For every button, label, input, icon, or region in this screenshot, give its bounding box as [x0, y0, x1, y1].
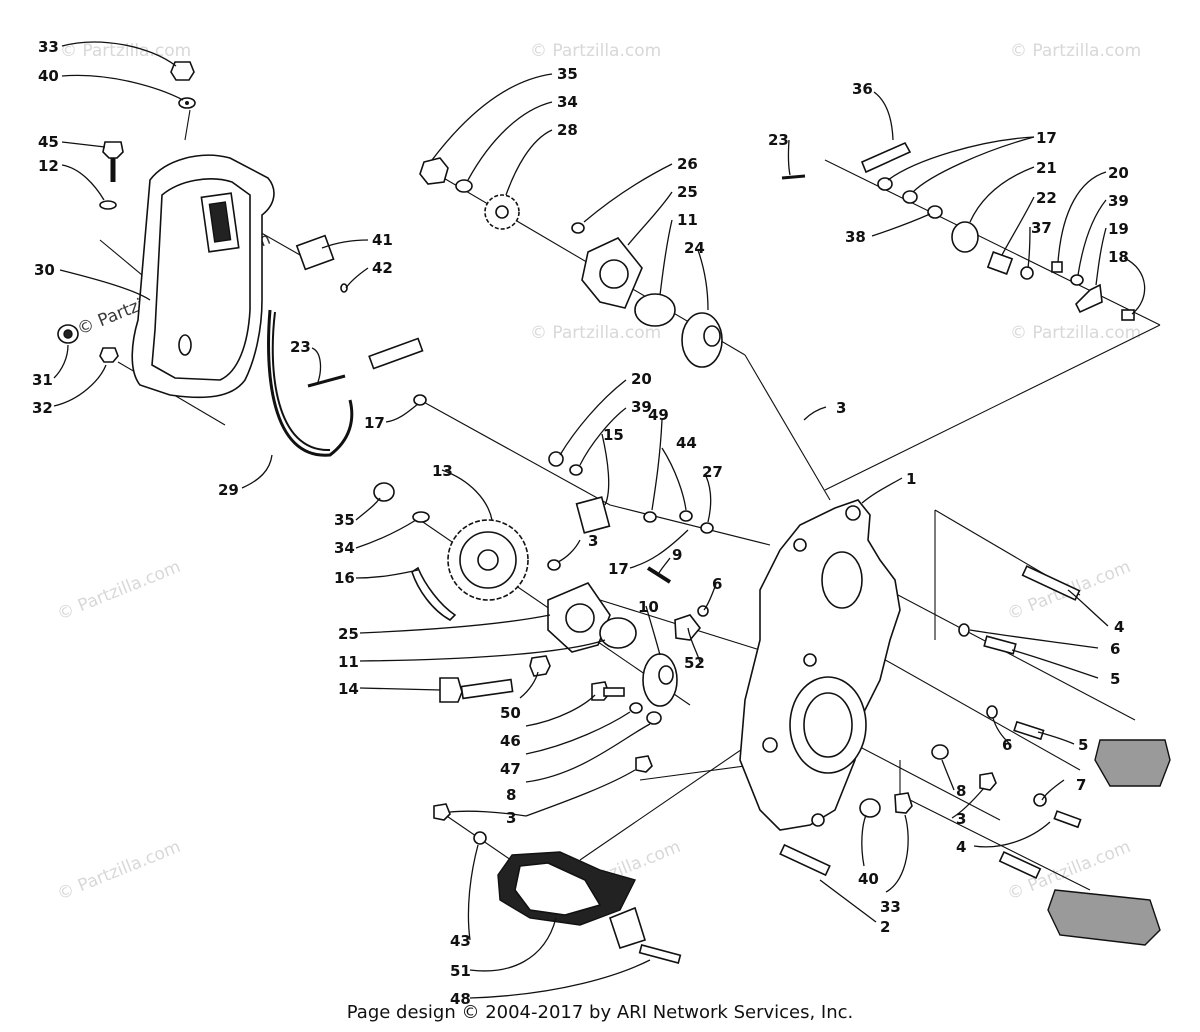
callout-8: 8	[506, 786, 516, 804]
callout-44: 44	[676, 434, 697, 452]
callout-24: 24	[684, 239, 705, 257]
callout-23: 23	[290, 338, 311, 356]
lower-sprocket-assembly	[373, 451, 714, 707]
callout-22: 22	[1036, 189, 1057, 207]
callout-21: 21	[1036, 159, 1057, 177]
callout-38: 38	[845, 228, 866, 246]
callout-33: 33	[880, 898, 901, 916]
leader-lines	[53, 41, 1146, 999]
chaincase-housing	[739, 499, 901, 831]
callout-33: 33	[38, 38, 59, 56]
callout-25: 25	[338, 625, 359, 643]
callout-14: 14	[338, 680, 359, 698]
callout-13: 13	[432, 462, 453, 480]
callout-3: 3	[588, 532, 598, 550]
callout-39: 39	[631, 398, 652, 416]
watermark: © Partzilla.com	[54, 837, 183, 905]
callout-19: 19	[1108, 220, 1129, 238]
callout-30: 30	[34, 261, 55, 279]
callout-4: 4	[956, 838, 966, 856]
callout-15: 15	[603, 426, 624, 444]
callout-40: 40	[858, 870, 879, 888]
inspection-cover-plate	[295, 234, 335, 271]
callout-12: 12	[38, 157, 59, 175]
watermark: © Partzilla.com	[1010, 41, 1141, 61]
callout-29: 29	[218, 481, 239, 499]
watermark: © Partzilla.com	[54, 557, 183, 625]
callout-20: 20	[631, 370, 652, 388]
tensioner-cable	[267, 309, 427, 457]
callout-45: 45	[38, 133, 59, 151]
callout-37: 37	[1031, 219, 1052, 237]
callout-35: 35	[557, 65, 578, 83]
callout-6: 6	[712, 575, 722, 593]
callout-43: 43	[450, 932, 471, 950]
right-hardware	[779, 565, 1171, 946]
cover-hardware	[57, 61, 348, 363]
callout-6: 6	[1110, 640, 1120, 658]
callout-3: 3	[836, 399, 846, 417]
shift-linkage	[781, 141, 1135, 321]
callout-9: 9	[672, 546, 682, 564]
callout-46: 46	[500, 732, 521, 750]
callout-51: 51	[450, 962, 471, 980]
callout-8: 8	[956, 782, 966, 800]
copyright-footer: Page design © 2004-2017 by ARI Network S…	[346, 1002, 854, 1023]
callout-5: 5	[1078, 736, 1088, 754]
callout-47: 47	[500, 760, 521, 778]
callout-39: 39	[1108, 192, 1129, 210]
callout-35: 35	[334, 511, 355, 529]
callout-26: 26	[677, 155, 698, 173]
callout-52: 52	[684, 654, 705, 672]
chaincase-cover	[131, 154, 275, 399]
watermark: © Partzilla.com	[1010, 323, 1141, 343]
callout-11: 11	[338, 653, 359, 671]
callout-18: 18	[1108, 248, 1129, 266]
callout-36: 36	[852, 80, 873, 98]
callout-31: 31	[32, 371, 53, 389]
callout-17: 17	[608, 560, 629, 578]
callout-49: 49	[648, 406, 669, 424]
callout-25: 25	[677, 183, 698, 201]
callout-17: 17	[364, 414, 385, 432]
lower-hardware	[433, 655, 662, 845]
callout-16: 16	[334, 569, 355, 587]
callout-11: 11	[677, 211, 698, 229]
watermark: © Partzilla.com	[60, 41, 191, 61]
callout-40: 40	[38, 67, 59, 85]
callout-numbers: 33 40 45 12 30 31 32 41 42 23 17 29 35 3…	[32, 38, 1129, 1008]
callout-3: 3	[506, 809, 516, 827]
callout-6: 6	[1002, 736, 1012, 754]
callout-20: 20	[1108, 164, 1129, 182]
brake-caliper	[497, 851, 682, 965]
callout-41: 41	[372, 231, 393, 249]
callout-5: 5	[1110, 670, 1120, 688]
callout-4: 4	[1114, 618, 1124, 636]
callout-34: 34	[334, 539, 355, 557]
callout-3: 3	[956, 810, 966, 828]
watermark: © Partzilla.com	[530, 41, 661, 61]
callout-17: 17	[1036, 129, 1057, 147]
callout-34: 34	[557, 93, 578, 111]
callout-32: 32	[32, 399, 53, 417]
callout-7: 7	[1076, 776, 1086, 794]
callout-28: 28	[557, 121, 578, 139]
upper-sprocket-assembly	[419, 157, 723, 368]
callout-50: 50	[500, 704, 521, 722]
watermark: © Partzilla.com	[530, 323, 661, 343]
callout-1: 1	[906, 470, 916, 488]
callout-27: 27	[702, 463, 723, 481]
callout-42: 42	[372, 259, 393, 277]
callout-48: 48	[450, 990, 471, 1008]
callout-10: 10	[638, 598, 659, 616]
callout-2: 2	[880, 918, 890, 936]
callout-23: 23	[768, 131, 789, 149]
